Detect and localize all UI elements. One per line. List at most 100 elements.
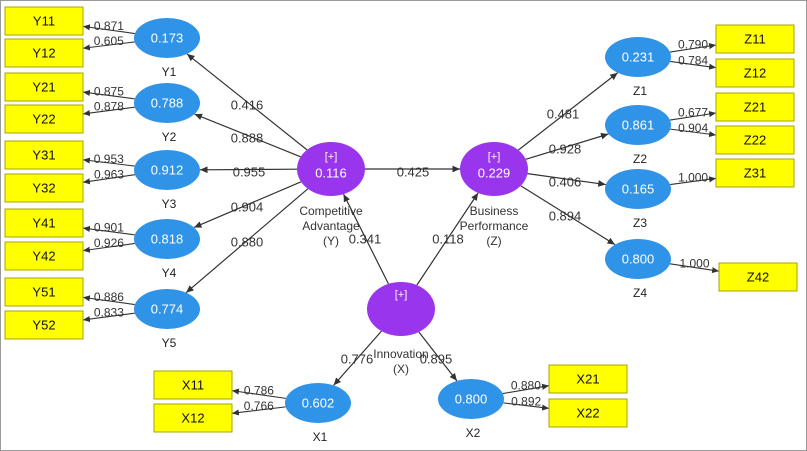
indicator-z31[interactable]: Z31 [715,158,795,188]
loading-X1-X11 [231,388,286,399]
indicator-box [4,277,84,307]
latent-badge: [+] [325,151,338,163]
indicator-label: Y31 [32,148,55,163]
indicator-box [4,6,84,36]
indicator-y12[interactable]: Y12 [4,38,84,68]
construct-ellipse [134,219,200,259]
construct-ellipse [605,37,671,77]
loading-Z2-Z21 [669,111,717,121]
latent-label-line: Advantage [302,219,360,233]
construct-label: X1 [313,430,328,444]
indicator-y41[interactable]: Y41 [4,208,84,238]
indicator-z11[interactable]: Z11 [715,24,795,54]
indicator-label: Z21 [744,100,766,115]
indicator-label: X21 [576,372,599,387]
loading-Y5-Y52 [82,312,135,323]
loading-X1-X12 [231,406,286,416]
indicator-x22[interactable]: X22 [548,398,628,428]
construct-label: Y3 [162,197,177,211]
construct-ellipse [134,150,200,190]
loading-Z1-Z12 [670,60,717,70]
path-coef-Z-Z1: 0.481 [547,107,580,122]
indicator-z22[interactable]: Z22 [715,125,795,155]
latent-label-line: (X) [393,362,409,376]
indicator-label: Z42 [747,270,769,285]
loading-X2-X22 [503,402,550,411]
path-Y-Y3 [199,166,298,174]
indicator-x12[interactable]: X12 [153,403,233,433]
loading-value-Z12: 0.784 [678,54,708,68]
latent-r2-value: 0.116 [315,166,347,181]
construct-r2-value: 0.800 [455,392,488,407]
indicator-y31[interactable]: Y31 [4,140,84,170]
indicator-y11[interactable]: Y11 [4,6,84,36]
latent-ellipse [297,142,365,196]
indicator-box [153,403,233,433]
path-coef-Y-Z: 0.425 [397,165,430,180]
path-Y-Y2 [194,113,301,158]
construct-r2-value: 0.861 [622,118,655,133]
latent-ellipse [367,282,435,336]
construct-ellipse [605,169,671,209]
construct-label: X2 [466,426,481,440]
path-coef-Y-Y5: 0.880 [231,235,264,250]
construct-label: Z4 [633,286,647,300]
path-Y-Y4 [193,181,302,229]
indicator-label: Z31 [744,166,766,181]
indicator-box [4,173,84,203]
indicator-z21[interactable]: Z21 [715,92,795,122]
indicator-box [4,310,84,340]
indicator-label: Y41 [32,216,55,231]
indicator-y21[interactable]: Y21 [4,72,84,102]
construct-ellipse [285,383,351,423]
loading-value-X22: 0.892 [511,395,541,409]
loading-value-Y31: 0.953 [94,152,124,166]
path-coef-X-Y: 0.341 [349,232,382,247]
construct-r2-value: 0.231 [622,50,655,65]
construct-r2-value: 0.912 [151,163,184,178]
indicator-y52[interactable]: Y52 [4,310,84,340]
construct-r2-value: 0.800 [622,252,655,267]
loading-Y5-Y51 [82,295,135,306]
path-Z-Z3 [527,173,606,187]
path-Y-Y1 [186,53,308,151]
connector-layer [82,24,720,416]
indicator-y32[interactable]: Y32 [4,173,84,203]
indicator-x21[interactable]: X21 [548,364,628,394]
indicator-y22[interactable]: Y22 [4,104,84,134]
latent-x[interactable]: [+]Innovation(X) [367,282,435,376]
indicator-x11[interactable]: X11 [153,370,233,400]
indicator-box [715,58,795,88]
path-coef-Y-Y1: 0.416 [231,98,264,113]
indicator-z12[interactable]: Z12 [715,58,795,88]
loading-value-Y51: 0.886 [94,290,124,304]
indicator-box [548,398,628,428]
indicator-label: X22 [576,406,599,421]
indicator-box [548,364,628,394]
loading-Y4-Y41 [82,225,135,236]
latent-label-line: Competitive [299,204,363,218]
indicator-box [4,241,84,271]
indicator-y42[interactable]: Y42 [4,241,84,271]
loading-value-Y42: 0.926 [94,236,124,250]
indicator-label: Y52 [32,318,55,333]
construct-label: Y5 [162,336,177,350]
path-X-Z [416,192,479,286]
indicator-z42[interactable]: Z42 [718,262,798,292]
latent-label-line: (Z) [486,234,501,248]
indicator-y51[interactable]: Y51 [4,277,84,307]
